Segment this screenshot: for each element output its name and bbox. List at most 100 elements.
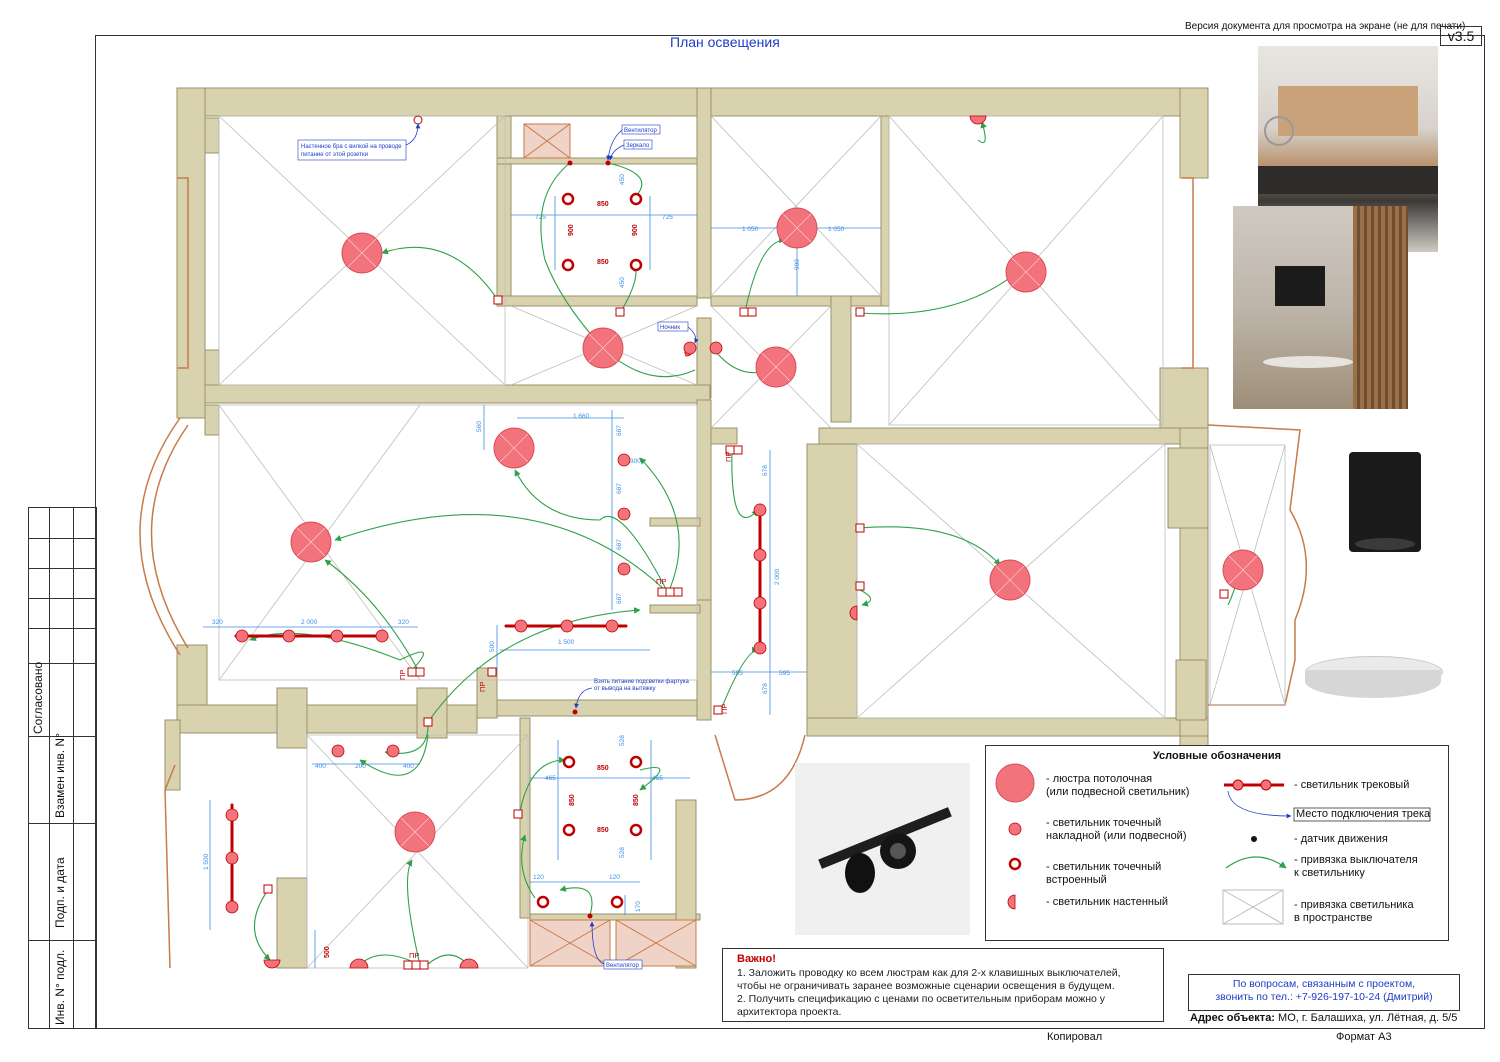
dim-2000b: 2 000 bbox=[774, 568, 781, 585]
dim-687b: 687 bbox=[616, 483, 623, 494]
dim-560: 560 bbox=[476, 421, 483, 432]
legend-motion: - датчик движения bbox=[1294, 833, 1388, 845]
recessed-spots bbox=[536, 192, 643, 909]
dim-850d: 850 bbox=[597, 827, 609, 834]
dim-687d: 687 bbox=[616, 593, 623, 604]
dim-465b: 465 bbox=[652, 775, 663, 782]
dim-850a: 850 bbox=[597, 201, 609, 208]
track-light-photo bbox=[795, 763, 970, 935]
dim-900b: 900 bbox=[632, 224, 639, 236]
bay-window bbox=[139, 177, 1308, 969]
note-mirror: Зеркало bbox=[626, 143, 650, 149]
dim-450a: 450 bbox=[619, 174, 626, 185]
dim-200: 200 bbox=[355, 763, 366, 770]
dim-1660: 1 660 bbox=[573, 413, 590, 420]
dim-850f: 850 bbox=[633, 794, 640, 806]
dim-678b: 678 bbox=[762, 683, 769, 694]
dim-465a: 465 bbox=[545, 775, 556, 782]
wall-lights bbox=[263, 115, 987, 969]
dim-900a: 900 bbox=[568, 224, 575, 236]
legend-chandelier: - люстра потолочная (или подвесной свети… bbox=[1046, 773, 1190, 798]
contact-box: По вопросам, связанным с проектом, звони… bbox=[1188, 974, 1460, 1011]
dim-170: 170 bbox=[635, 901, 642, 912]
dim-528a: 528 bbox=[619, 735, 626, 746]
motion-sensors bbox=[567, 160, 611, 919]
dim-400b: 400 bbox=[403, 763, 414, 770]
spot-light-photo bbox=[1345, 448, 1425, 562]
switch-boxes bbox=[263, 115, 1229, 970]
important-line2: чтобы не ограничивать заранее возможные … bbox=[737, 980, 1115, 992]
dim-687c: 687 bbox=[616, 539, 623, 550]
dim-678a: 678 bbox=[762, 465, 769, 476]
switch-wires bbox=[249, 121, 1242, 966]
screen-note: Версия документа для просмотра на экране… bbox=[1185, 21, 1466, 32]
title-stamp: Согласовано Взамен инв. N° Подп. и дата … bbox=[28, 507, 97, 1029]
ceiling-light-photo bbox=[1303, 650, 1443, 710]
important-note: Важно! 1. Заложить проводку ко всем люст… bbox=[722, 948, 1164, 1022]
dim-725a: 725 bbox=[535, 214, 546, 221]
dim-1500b: 1 500 bbox=[203, 853, 210, 870]
walls bbox=[164, 87, 1209, 969]
legend-recessed-spot: - светильник точечный встроенный bbox=[1046, 861, 1162, 886]
legend-track: - светильник трековый bbox=[1294, 779, 1410, 791]
pr-label-2: ПР bbox=[724, 452, 733, 462]
dim-595b: 595 bbox=[779, 670, 790, 677]
note-fan-bottom: Вентилятор bbox=[606, 963, 640, 969]
cabinets bbox=[523, 123, 697, 967]
version-box: v3.5 bbox=[1440, 26, 1482, 46]
important-line4: архитектора проекта. bbox=[737, 1006, 842, 1018]
address-label: Адрес объекта: bbox=[1190, 1012, 1275, 1024]
dim-850e: 850 bbox=[569, 794, 576, 806]
dim-450b: 450 bbox=[619, 277, 626, 288]
dim-120b: 120 bbox=[609, 874, 620, 881]
page-title: План освещения bbox=[670, 34, 780, 50]
address: Адрес объекта: МО, г. Балашиха, ул. Лётн… bbox=[1190, 1012, 1457, 1024]
dim-500b: 500 bbox=[324, 946, 331, 958]
legend-space-link: - привязка светильника в пространстве bbox=[1294, 899, 1414, 924]
pr-label-6: ПР bbox=[409, 951, 419, 960]
footer-format: Формат А3 bbox=[1336, 1031, 1392, 1043]
dining-photo bbox=[1233, 206, 1408, 409]
address-value: МО, г. Балашиха, ул. Лётная, д. 5/5 bbox=[1278, 1012, 1458, 1024]
legend-title: Условные обозначения bbox=[1152, 750, 1282, 762]
dim-850b: 850 bbox=[597, 259, 609, 266]
pr-label-5: ПР bbox=[720, 704, 729, 714]
dim-120a: 120 bbox=[533, 874, 544, 881]
dim-725b: 725 bbox=[662, 214, 673, 221]
contact-line2: звонить по тел.: +7-926-197-10-24 (Дмитр… bbox=[1215, 991, 1433, 1003]
important-line3: 2. Получить спецификацию с ценами по осв… bbox=[737, 993, 1106, 1005]
dim-500a: 500 bbox=[489, 641, 496, 652]
dim-300: 300 bbox=[630, 458, 641, 465]
important-line1: 1. Заложить проводку ко всем люстрам как… bbox=[737, 967, 1121, 979]
contact-line1: По вопросам, связанным с проектом, bbox=[1232, 978, 1416, 990]
pr-label-4: ПР bbox=[478, 682, 487, 692]
sheet-frame bbox=[95, 35, 1485, 1029]
dim-1500a: 1 500 bbox=[558, 639, 575, 646]
important-heading: Важно! bbox=[737, 953, 776, 965]
legend: Условные обозначения - люстра потолочная… bbox=[985, 745, 1449, 941]
dim-320b: 320 bbox=[398, 619, 409, 626]
legend-track-conn: Место подключения трека bbox=[1296, 808, 1431, 820]
dim-1050b: 1 050 bbox=[828, 226, 845, 233]
pr-label-1: ПР bbox=[656, 577, 666, 586]
pr-label-3: ПР bbox=[398, 670, 407, 680]
dim-2000a: 2 000 bbox=[301, 619, 318, 626]
dim-687a: 687 bbox=[616, 425, 623, 436]
dim-400a: 400 bbox=[315, 763, 326, 770]
dim-850c: 850 bbox=[597, 765, 609, 772]
footer-copied: Копировал bbox=[1047, 1031, 1103, 1043]
note-night: Ночник bbox=[660, 325, 680, 331]
dim-320a: 320 bbox=[212, 619, 223, 626]
legend-wall: - светильник настенный bbox=[1046, 896, 1169, 908]
dimension-lines bbox=[203, 196, 881, 968]
legend-symbols bbox=[995, 763, 1431, 925]
dim-900c: 900 bbox=[794, 259, 801, 270]
dim-528b: 528 bbox=[619, 847, 626, 858]
legend-surface-spot: - светильник точечный накладной (или под… bbox=[1046, 817, 1187, 842]
surface-spots bbox=[225, 453, 767, 914]
legend-switch-link: - привязка выключателя к светильнику bbox=[1294, 854, 1418, 879]
dim-1050a: 1 050 bbox=[742, 226, 759, 233]
